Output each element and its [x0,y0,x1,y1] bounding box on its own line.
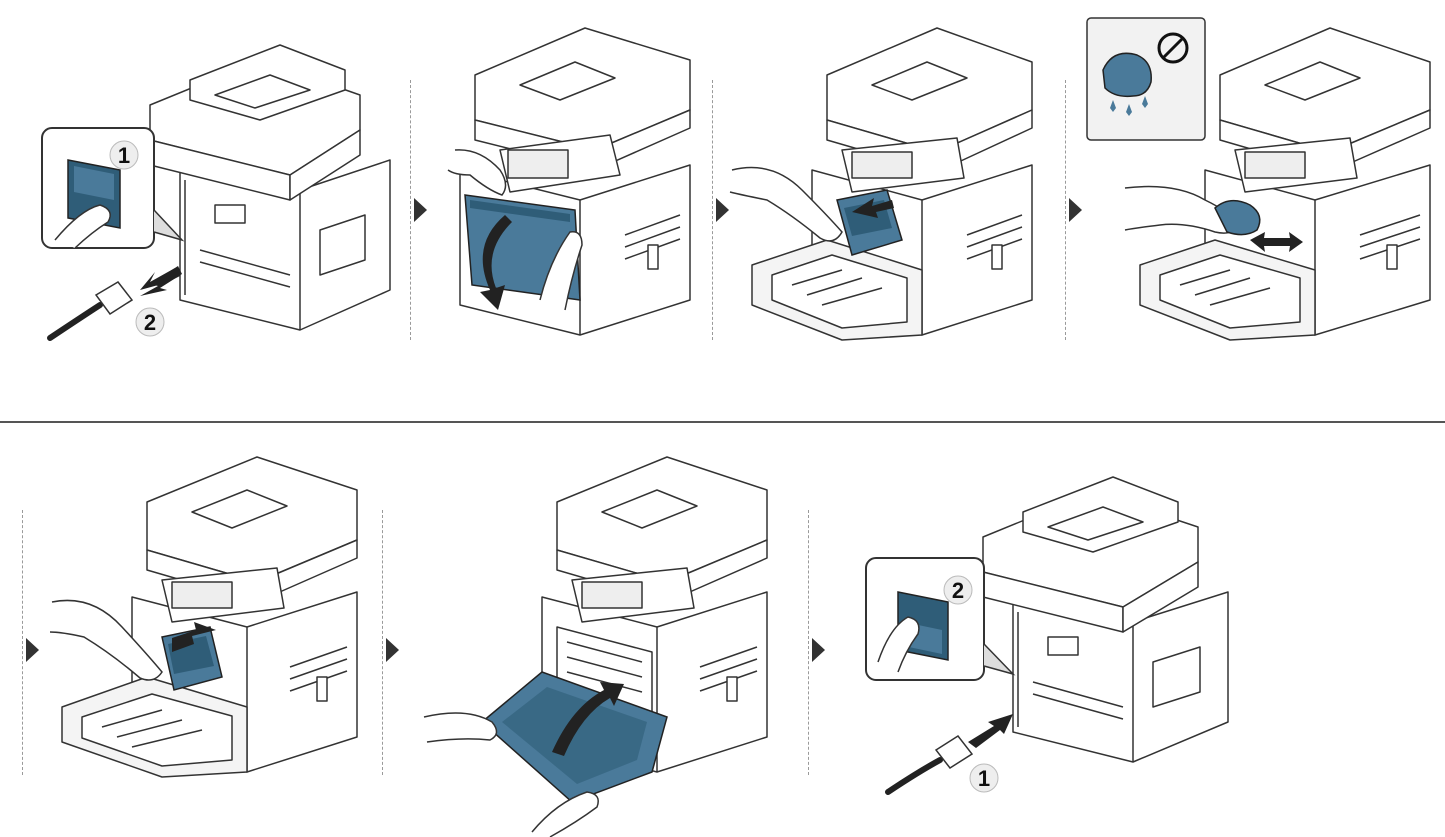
step-5-insert-cartridge [49,456,358,778]
next-step-arrow-icon [386,638,399,662]
next-step-arrow-icon [1069,198,1082,222]
callout-number-2: 2 [943,575,973,605]
hand-icon [49,599,163,681]
step-6-close-front-door [423,456,768,837]
step-1-power-off: 1 2 [41,44,391,341]
no-wet-cloth-icon [1102,32,1189,116]
next-step-arrow-icon [414,198,427,222]
step-separator [22,510,23,775]
hand-icon [539,231,583,311]
step-7-power-on: 2 1 [865,476,1229,795]
step-3-remove-cartridge [729,27,1033,341]
step-separator [808,510,809,775]
power-switch-callout: 1 [41,127,185,249]
power-cord-icon [885,735,974,795]
dry-cloth [1214,199,1261,236]
svg-text:2: 2 [952,578,964,603]
step-separator [1065,80,1066,340]
wipe-arrow-icon [1250,232,1303,252]
next-step-arrow-icon [26,638,39,662]
hand-icon [447,149,507,196]
power-switch-callout: 2 [865,557,1016,681]
step-2-open-front-door [447,27,691,336]
svg-text:1: 1 [978,766,990,791]
svg-text:1: 1 [118,143,130,168]
push-arrow-icon [172,622,216,652]
hand-icon [877,616,920,673]
hand-icon [729,166,843,242]
step-4-clean-inside [1086,17,1431,341]
hand-icon [423,712,498,743]
pull-arrow-icon [852,198,894,218]
hand-icon [54,204,111,249]
next-step-arrow-icon [812,638,825,662]
callout-number-1: 1 [109,140,139,170]
rotate-arrow-icon [552,682,624,756]
callout-number-2: 2 [135,307,165,337]
power-cord-icon [47,281,134,341]
push-arrow-icon [968,714,1013,748]
step-separator [382,510,383,775]
rotate-arrow-icon [480,215,512,310]
svg-text:2: 2 [144,310,156,335]
no-wet-cloth-callout [1086,17,1206,141]
step-separator [410,80,411,340]
step-separator [712,80,713,340]
row-divider [0,421,1445,423]
hand-icon [531,791,599,837]
next-step-arrow-icon [716,198,729,222]
callout-number-1: 1 [969,763,999,793]
